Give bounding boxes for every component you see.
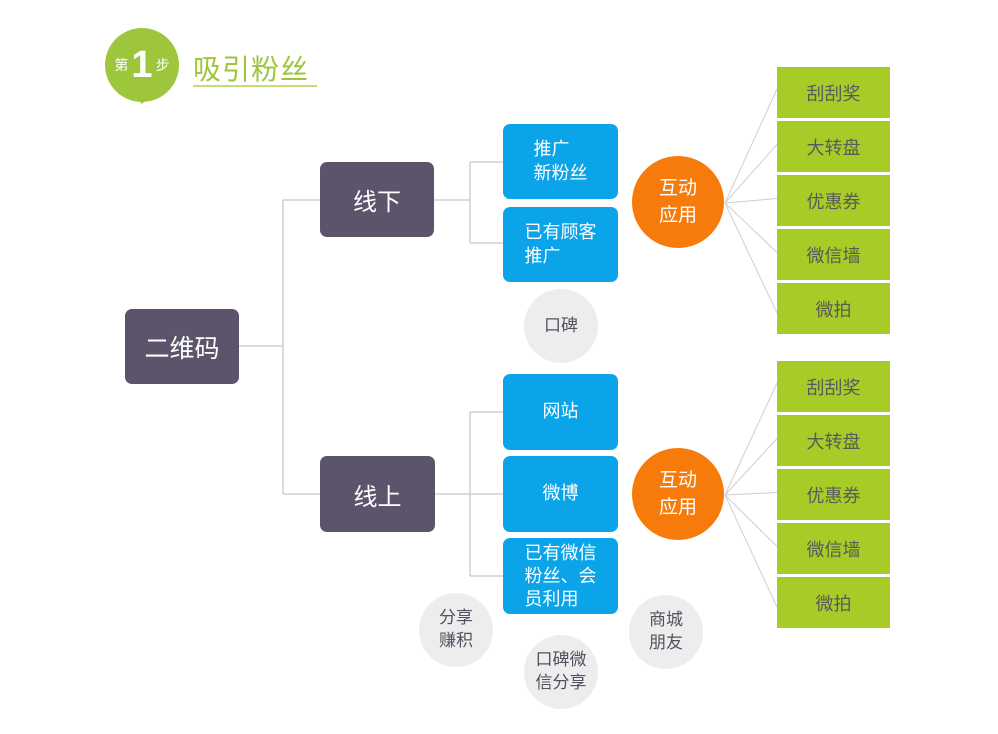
fan-lines-online xyxy=(724,382,778,608)
online-channel-wechat-members: 已有微信 粉丝、会 员利用 xyxy=(503,538,618,614)
offline-channel-existing-customers: 已有顾客 推广 xyxy=(503,207,618,282)
online-share-points: 分享 赚积 xyxy=(419,593,493,667)
online-channel-weibo: 微博 xyxy=(503,456,618,532)
title-underline xyxy=(193,85,317,87)
step-badge: 第 1 步 xyxy=(105,28,179,102)
online-app-2: 优惠券 xyxy=(777,469,890,520)
offline-fan-line-1 xyxy=(724,144,778,204)
step-number: 1 xyxy=(131,44,153,86)
fan-lines-offline xyxy=(724,88,778,314)
offline-fan-line-3 xyxy=(724,202,778,253)
offline-app-0: 刮刮奖 xyxy=(777,67,890,118)
offline-fan-line-0 xyxy=(724,88,778,204)
online-fan-line-1 xyxy=(724,438,778,496)
offline-node: 线下 xyxy=(320,162,434,237)
online-fan-line-3 xyxy=(724,494,778,547)
online-app-1: 大转盘 xyxy=(777,415,890,466)
connector-offline xyxy=(434,161,503,244)
channel-label: 网站 xyxy=(542,401,579,422)
offline-channel-new-fans: 推广 新粉丝 xyxy=(503,124,618,199)
badge-pointer xyxy=(135,96,149,104)
offline-app-3: 微信墙 xyxy=(777,229,890,280)
offline-app-2: 优惠券 xyxy=(777,175,890,226)
offline-fan-line-2 xyxy=(724,198,778,204)
online-node: 线上 xyxy=(320,456,435,532)
channel-label: 微博 xyxy=(542,483,579,504)
step-prefix: 第 xyxy=(114,58,129,74)
connector-online xyxy=(435,411,503,577)
root-node: 二维码 xyxy=(125,309,239,384)
offline-fan-line-4 xyxy=(724,202,778,314)
connector-root xyxy=(239,199,320,495)
online-app-0: 刮刮奖 xyxy=(777,361,890,412)
channel-label: 推广 新粉丝 xyxy=(533,138,588,184)
online-wechat-sharing: 口碑微 信分享 xyxy=(524,635,598,709)
online-fan-line-4 xyxy=(724,494,778,608)
online-fan-line-0 xyxy=(724,382,778,496)
online-app-3: 微信墙 xyxy=(777,523,890,574)
offline-app-1: 大转盘 xyxy=(777,121,890,172)
channel-label: 已有顾客 推广 xyxy=(524,221,597,267)
step-suffix: 步 xyxy=(155,58,170,74)
online-channel-website: 网站 xyxy=(503,374,618,450)
channel-label: 已有微信 粉丝、会 员利用 xyxy=(524,542,597,610)
offline-app-4: 微拍 xyxy=(777,283,890,334)
online-fan-line-2 xyxy=(724,492,778,496)
offline-interactive-hub: 互动 应用 xyxy=(632,156,724,248)
page-title: 吸引粉丝 xyxy=(193,53,310,86)
online-interactive-hub: 互动 应用 xyxy=(632,448,724,540)
online-mall-friends: 商城 朋友 xyxy=(629,595,703,669)
online-app-4: 微拍 xyxy=(777,577,890,628)
offline-word-of-mouth: 口碑 xyxy=(524,289,598,363)
